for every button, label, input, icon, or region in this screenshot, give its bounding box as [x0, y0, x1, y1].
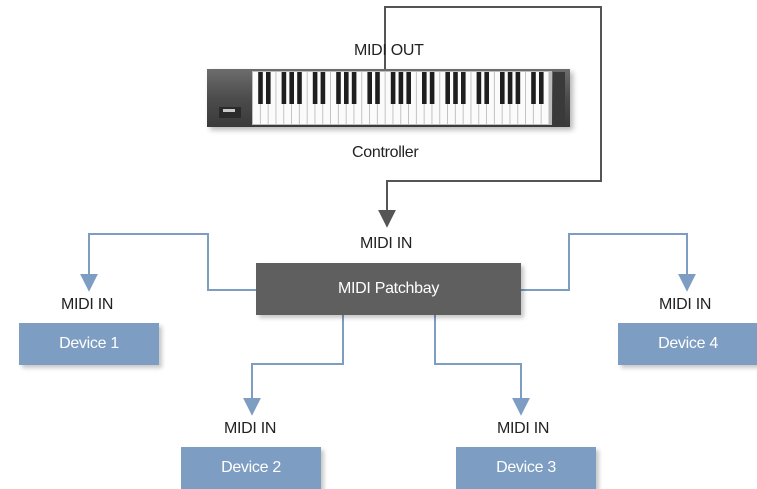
patchbay-midi-in-label: MIDI IN [360, 235, 413, 252]
white-key [440, 72, 448, 124]
midi-patchbay-box: MIDI Patchbay [256, 263, 521, 315]
white-key [260, 72, 268, 124]
black-key [351, 72, 357, 104]
device-3-midi-in-label: MIDI IN [497, 420, 550, 437]
black-key [281, 72, 287, 104]
white-key [338, 72, 346, 124]
device-2-midi-in-label: MIDI IN [224, 420, 277, 437]
white-key [307, 72, 315, 124]
controller-name-label: Controller [352, 144, 419, 161]
keyboard-graphic [207, 69, 570, 127]
white-key [299, 72, 307, 124]
black-key [476, 72, 482, 104]
white-keys [253, 72, 549, 124]
black-key [507, 72, 513, 104]
device-1-name: Device 1 [59, 335, 119, 352]
black-key [484, 72, 489, 104]
black-key [429, 72, 435, 104]
black-key [367, 72, 372, 104]
white-key [377, 72, 385, 124]
white-key [471, 72, 479, 124]
black-key [297, 72, 302, 104]
black-key [445, 72, 450, 104]
white-key [455, 72, 463, 124]
wire-to-device-3 [434, 315, 530, 416]
white-key [494, 72, 502, 124]
white-key [502, 72, 510, 124]
black-key [375, 72, 380, 104]
white-key [331, 72, 338, 124]
black-key [312, 72, 318, 104]
device-4-box: Device 4 [618, 323, 757, 365]
white-key [424, 72, 432, 124]
black-key [500, 72, 505, 104]
white-key [292, 72, 299, 124]
black-key [539, 72, 544, 104]
black-key [289, 72, 294, 104]
white-key [385, 72, 393, 124]
black-key [320, 72, 326, 104]
black-key [398, 72, 404, 104]
white-key [276, 72, 284, 124]
white-key [526, 72, 533, 124]
white-key [541, 72, 549, 124]
white-key [409, 72, 416, 124]
black-key [515, 72, 521, 104]
white-key [253, 72, 260, 124]
black-key [406, 72, 411, 104]
controller-midi-out-label: MIDI OUT [354, 42, 424, 59]
black-key [344, 72, 349, 104]
wire-to-device-1 [80, 233, 257, 292]
black-key [531, 72, 536, 104]
white-key [323, 72, 331, 124]
white-key [401, 72, 409, 124]
black-key [258, 72, 263, 104]
white-key [370, 72, 377, 124]
white-key [354, 72, 362, 124]
black-key [336, 72, 341, 104]
wire-controller-to-patchbay [378, 6, 602, 228]
device-1-midi-in-label: MIDI IN [61, 296, 114, 313]
white-key [448, 72, 455, 124]
white-key [416, 72, 424, 124]
black-key [461, 72, 466, 104]
wire-to-device-2 [243, 315, 344, 416]
controller-keyboard [207, 69, 570, 127]
white-key [487, 72, 494, 124]
black-key [453, 72, 458, 104]
device-2-box: Device 2 [181, 447, 321, 489]
white-key [362, 72, 370, 124]
white-key [268, 72, 276, 124]
device-2-name: Device 2 [221, 459, 281, 476]
white-key [510, 72, 518, 124]
white-key [315, 72, 323, 124]
patchbay-name: MIDI Patchbay [337, 280, 440, 297]
black-key [266, 72, 271, 104]
white-key [463, 72, 471, 124]
black-key [390, 72, 396, 104]
white-key [393, 72, 401, 124]
black-keys [258, 72, 544, 104]
device-4-midi-in-label: MIDI IN [659, 296, 712, 313]
black-key [422, 72, 427, 104]
white-key [518, 72, 526, 124]
white-key [346, 72, 354, 124]
white-key [533, 72, 541, 124]
device-3-box: Device 3 [456, 447, 596, 489]
white-key [479, 72, 487, 124]
device-1-box: Device 1 [19, 323, 159, 365]
white-key [432, 72, 440, 124]
device-4-name: Device 4 [658, 335, 718, 352]
device-3-name: Device 3 [496, 459, 556, 476]
pitch-wheel [219, 107, 241, 118]
wire-to-device-4 [521, 233, 696, 292]
white-key [284, 72, 292, 124]
